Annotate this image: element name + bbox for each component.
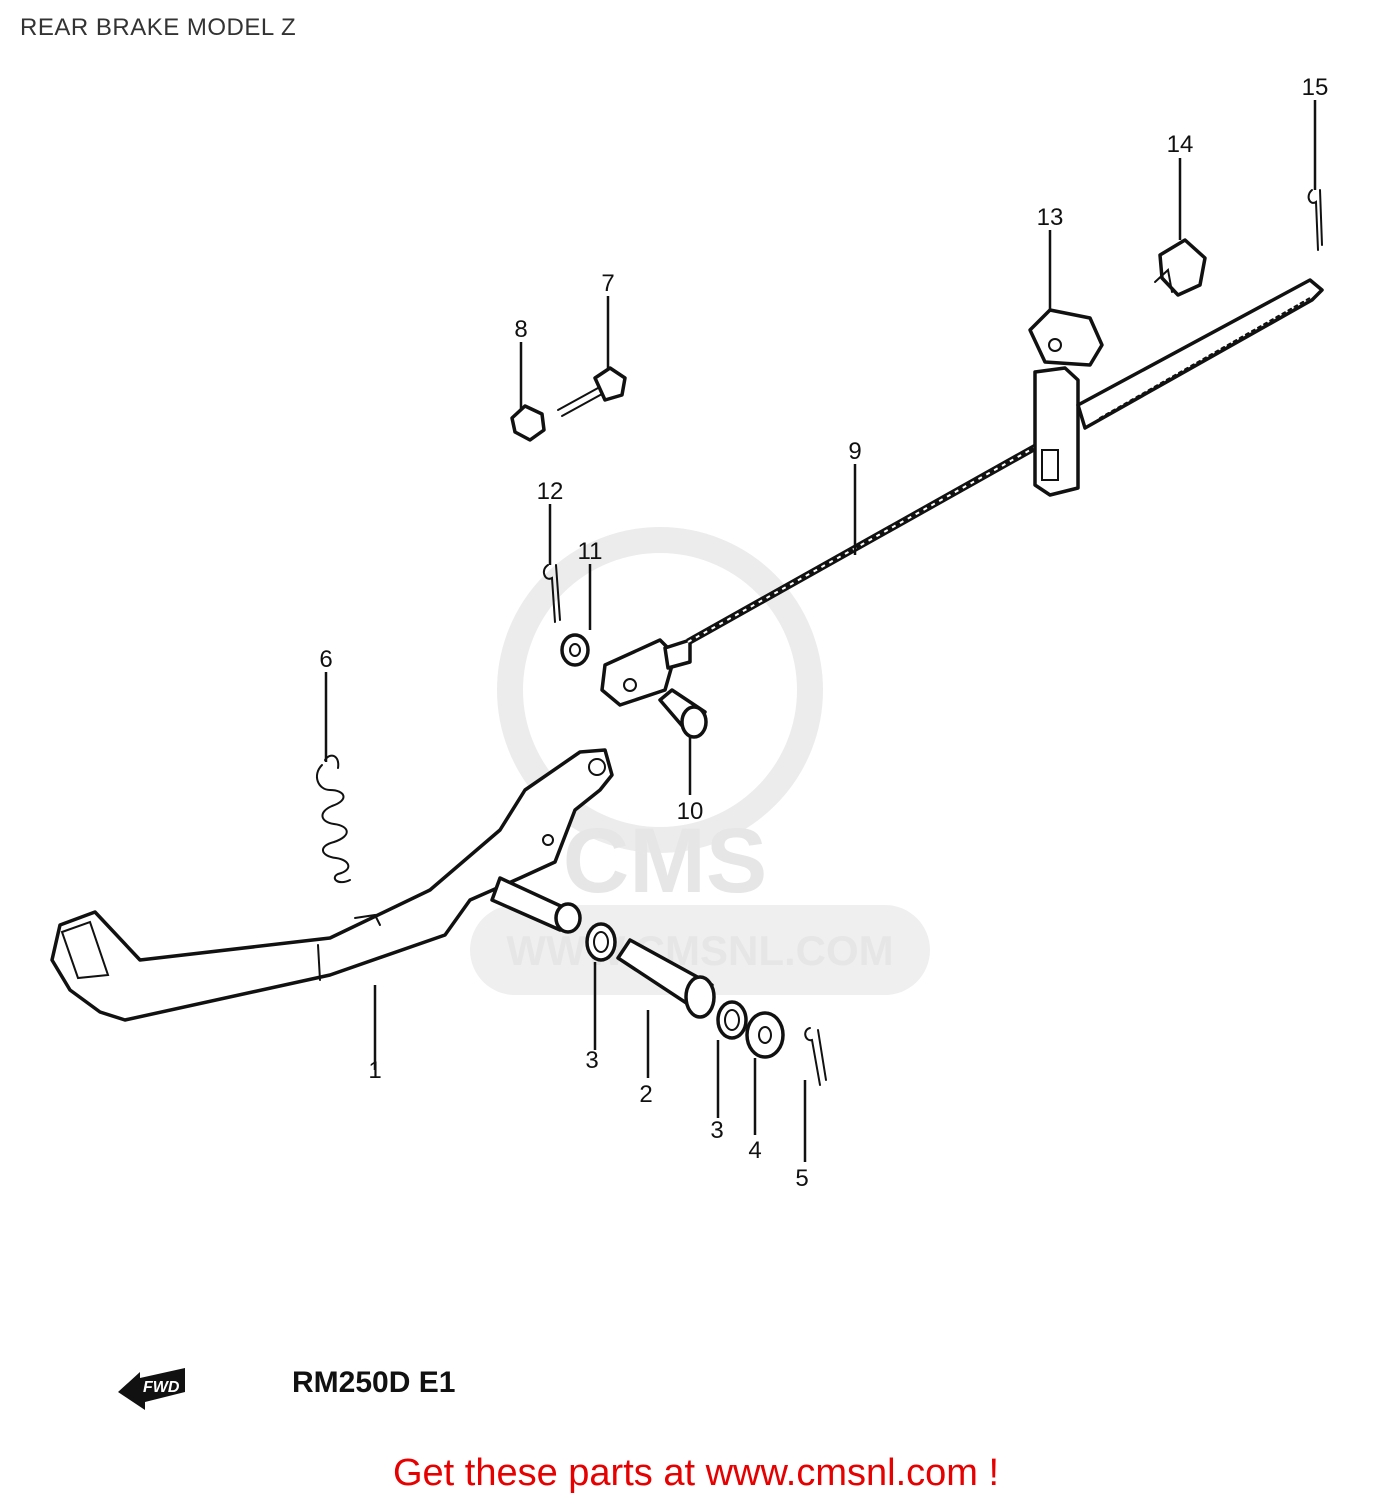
callout-4: 4 bbox=[748, 1137, 761, 1164]
callout-13: 13 bbox=[1037, 204, 1064, 231]
flat-washer-part-4 bbox=[745, 1011, 785, 1059]
cms-watermark: CMS WWW.CMSNL.COM bbox=[470, 527, 930, 995]
callout-3-left: 3 bbox=[585, 1047, 598, 1074]
callout-12: 12 bbox=[537, 478, 564, 505]
callout-3-right: 3 bbox=[710, 1117, 723, 1144]
callout-1: 1 bbox=[368, 1057, 381, 1084]
fwd-label: FWD bbox=[143, 1379, 180, 1396]
bolt-part-7 bbox=[557, 366, 627, 417]
cotter-pin-part-5 bbox=[804, 1027, 827, 1086]
clevis-joint bbox=[600, 638, 692, 707]
callout-6: 6 bbox=[319, 646, 332, 673]
washer-part-3-left bbox=[585, 922, 617, 962]
page-title: REAR BRAKE MODEL Z bbox=[20, 14, 297, 41]
trunnion-part-13 bbox=[1028, 308, 1104, 367]
callout-7: 7 bbox=[601, 270, 614, 297]
callout-11: 11 bbox=[578, 538, 603, 565]
clevis-pin-part-10 bbox=[658, 688, 708, 739]
watermark-logo-text: CMS bbox=[563, 810, 767, 912]
threaded-adjuster-rod bbox=[1076, 278, 1324, 430]
callout-10: 10 bbox=[677, 798, 704, 825]
cotter-pin-part-15 bbox=[1307, 189, 1323, 251]
washer-part-3-right bbox=[716, 1000, 748, 1040]
cmsnl-parts-link[interactable]: Get these parts at www.cmsnl.com ! bbox=[392, 1452, 1000, 1494]
callout-14: 14 bbox=[1167, 131, 1194, 158]
forward-arrow-icon: FWD bbox=[118, 1368, 185, 1410]
pedal-shaft bbox=[490, 876, 582, 934]
callout-2: 2 bbox=[639, 1081, 652, 1108]
brake-arm bbox=[1033, 366, 1080, 497]
nut-part-8 bbox=[510, 404, 546, 442]
adjusting-nut-part-14 bbox=[1154, 238, 1207, 297]
washer-part-11 bbox=[560, 633, 590, 667]
watermark-url-text: WWW.CMSNL.COM bbox=[506, 927, 893, 974]
cotter-pin-part-12 bbox=[542, 564, 561, 623]
leader-lines bbox=[324, 100, 1317, 1162]
brake-rod-part-9 bbox=[686, 436, 1050, 646]
callout-15: 15 bbox=[1302, 74, 1329, 101]
callout-9: 9 bbox=[848, 438, 861, 465]
return-spring-part-6 bbox=[315, 754, 351, 884]
model-code: RM250D E1 bbox=[292, 1366, 455, 1399]
callout-8: 8 bbox=[514, 316, 527, 343]
callout-5: 5 bbox=[795, 1165, 808, 1192]
bushing-part-2 bbox=[616, 938, 716, 1019]
